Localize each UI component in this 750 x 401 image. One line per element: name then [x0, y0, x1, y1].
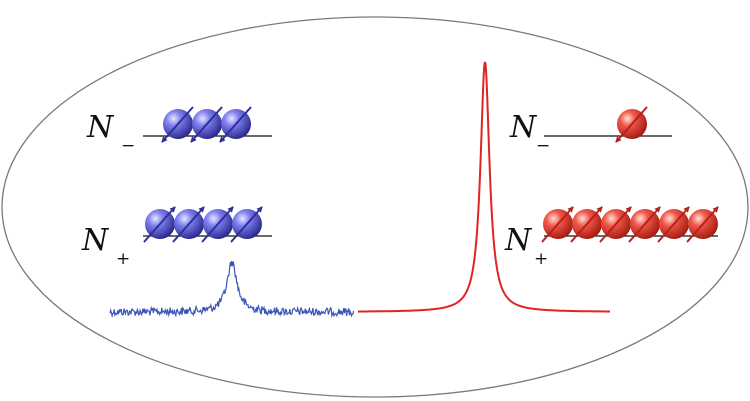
spin-arrow: [143, 206, 176, 243]
spin-arrow: [541, 206, 574, 243]
label-left-minus-sub: −: [121, 136, 135, 156]
spin-arrow: [172, 206, 205, 243]
spin-arrow: [657, 206, 690, 243]
right-signal-trace: [358, 61, 610, 313]
spin-arrow: [190, 106, 223, 143]
spin-arrow: [686, 206, 719, 243]
right-minus-atoms: [615, 106, 648, 143]
label-right-minus: N: [509, 110, 538, 145]
spin-arrow: [599, 206, 632, 243]
right-plus-atoms: [541, 206, 719, 243]
label-left-plus: N: [81, 223, 110, 258]
spin-arrow: [219, 106, 252, 143]
spin-arrow: [230, 206, 263, 243]
label-right-plus: N: [504, 223, 533, 258]
left-plus-atoms: [143, 206, 263, 243]
spin-arrow: [628, 206, 661, 243]
spin-arrow: [201, 206, 234, 243]
spin-arrow: [570, 206, 603, 243]
spin-arrow: [615, 106, 648, 143]
outline-ellipse: [1, 16, 749, 398]
left-signal-trace: [109, 260, 355, 319]
left-minus-atoms: [161, 106, 252, 143]
label-left-plus-sub: +: [116, 249, 130, 269]
label-left-minus: N: [86, 110, 115, 145]
label-right-plus-sub: +: [534, 249, 548, 269]
spin-arrow: [161, 106, 194, 143]
label-right-minus-sub: −: [536, 136, 550, 156]
